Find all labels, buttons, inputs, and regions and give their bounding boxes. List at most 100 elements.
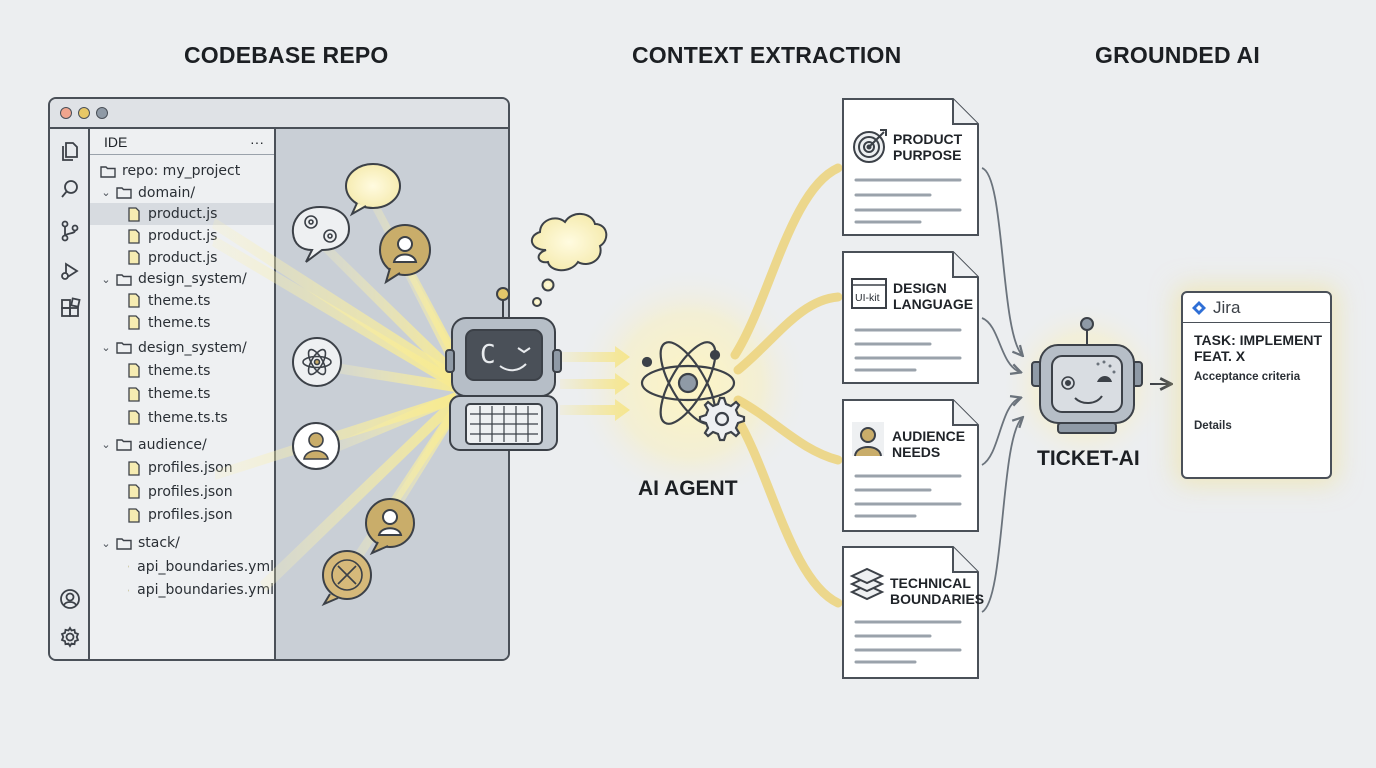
doc-product-purpose bbox=[842, 98, 979, 236]
tree-item-label: product.js bbox=[148, 228, 218, 244]
folder-icon bbox=[116, 537, 132, 550]
explorer-title: IDE bbox=[104, 133, 128, 150]
close-window-button[interactable] bbox=[60, 107, 72, 119]
ticket-ai-label: TICKET-AI bbox=[1037, 447, 1140, 470]
tree-item-label: theme.ts bbox=[148, 386, 211, 402]
doc-title-product-purpose: PRODUCT PURPOSE bbox=[893, 131, 962, 163]
file-icon bbox=[128, 250, 140, 265]
folder-icon bbox=[100, 165, 116, 178]
chevron-down-icon[interactable]: ⌄ bbox=[101, 186, 111, 199]
ide-window: IDE ··· repo: my_project ⌄ domain/product.… bbox=[48, 97, 510, 661]
tree-item-label: design_system/ bbox=[138, 271, 247, 287]
activity-bar bbox=[50, 129, 90, 659]
heading-codebase-repo: CODEBASE REPO bbox=[184, 42, 389, 68]
file-item[interactable]: product.js bbox=[90, 247, 274, 269]
jira-ticket-card[interactable]: Jira TASK: IMPLEMENT FEAT. X Acceptance … bbox=[1181, 291, 1332, 479]
search-icon[interactable] bbox=[58, 177, 82, 201]
account-icon[interactable] bbox=[58, 587, 82, 611]
jira-header: Jira bbox=[1183, 293, 1330, 323]
chevron-down-icon[interactable]: ⌄ bbox=[101, 438, 111, 451]
jira-task-line1: TASK: IMPLEMENT bbox=[1194, 332, 1323, 348]
file-item[interactable]: product.js bbox=[90, 225, 274, 247]
file-icon bbox=[128, 589, 130, 591]
tree-item-label: stack/ bbox=[138, 535, 180, 551]
doc-design-language bbox=[842, 251, 979, 384]
file-explorer: IDE ··· repo: my_project ⌄ domain/product.… bbox=[90, 129, 276, 659]
editor-area bbox=[276, 129, 508, 659]
extensions-icon[interactable] bbox=[58, 297, 82, 321]
chevron-down-icon[interactable]: ⌄ bbox=[101, 536, 111, 550]
tree-item-label: domain/ bbox=[138, 184, 196, 201]
file-icon bbox=[128, 315, 140, 330]
maximize-window-button[interactable] bbox=[96, 107, 108, 119]
run-debug-icon[interactable] bbox=[58, 259, 82, 283]
doc-title-line1: TECHNICAL bbox=[890, 575, 971, 591]
jira-task-title: TASK: IMPLEMENT FEAT. X bbox=[1194, 332, 1322, 364]
minimize-window-button[interactable] bbox=[78, 107, 90, 119]
folder-item[interactable]: ⌄ design_system/ bbox=[90, 337, 274, 359]
file-item[interactable]: theme.ts.ts bbox=[90, 407, 274, 429]
tree-item-label: audience/ bbox=[138, 436, 207, 453]
doc-title-line1: DESIGN bbox=[893, 280, 947, 296]
settings-icon[interactable] bbox=[58, 625, 82, 649]
fan-to-technical-boundaries bbox=[730, 410, 843, 608]
folder-icon bbox=[116, 187, 132, 199]
explorer-more-button[interactable]: ··· bbox=[250, 133, 264, 150]
file-item[interactable]: api_boundaries.yml bbox=[90, 579, 274, 601]
file-item[interactable]: theme.ts bbox=[90, 383, 274, 405]
file-item[interactable]: product.js bbox=[90, 203, 274, 225]
repo-root-item[interactable]: repo: my_project bbox=[90, 160, 274, 182]
folder-icon bbox=[116, 439, 132, 451]
ui-kit-text: UI-kit bbox=[855, 292, 880, 304]
file-item[interactable]: theme.ts bbox=[90, 290, 274, 312]
file-icon bbox=[128, 228, 140, 244]
file-icon bbox=[128, 293, 140, 308]
explorer-header: IDE ··· bbox=[90, 129, 274, 155]
tree-item-label: theme.ts bbox=[148, 292, 211, 309]
file-item[interactable]: theme.ts bbox=[90, 312, 274, 334]
chevron-down-icon[interactable]: ⌄ bbox=[101, 341, 111, 354]
file-item[interactable]: profiles.json bbox=[90, 481, 274, 503]
file-item[interactable]: profiles.json bbox=[90, 457, 274, 479]
target-icon bbox=[853, 129, 887, 163]
ticket-ai-glow bbox=[1000, 300, 1170, 470]
source-control-icon[interactable] bbox=[58, 219, 82, 243]
file-item[interactable]: theme.ts bbox=[90, 360, 274, 382]
folder-icon bbox=[116, 273, 132, 286]
heading-grounded-ai: GROUNDED AI bbox=[1095, 42, 1260, 68]
jira-acceptance-criteria: Acceptance criteria bbox=[1194, 371, 1301, 383]
doc-title-technical-boundaries: TECHNICAL BOUNDARIES bbox=[890, 575, 984, 607]
tree-item-label: api_boundaries.yml bbox=[137, 558, 274, 575]
folder-item[interactable]: ⌄ design_system/ bbox=[90, 268, 274, 290]
doc-title-audience-needs: AUDIENCE NEEDS bbox=[892, 428, 965, 460]
doc-technical-boundaries bbox=[842, 546, 979, 679]
tree-item-label: design_system/ bbox=[138, 339, 247, 356]
tree-item-label: profiles.json bbox=[148, 483, 233, 500]
tree-item-label: theme.ts bbox=[148, 314, 211, 331]
file-item[interactable]: api_boundaries.yml bbox=[90, 556, 274, 578]
doc-flow-lines bbox=[981, 167, 1022, 613]
chevron-down-icon[interactable]: ⌄ bbox=[101, 272, 111, 286]
doc-title-line1: PRODUCT bbox=[893, 131, 963, 147]
ai-agent-label: AI AGENT bbox=[638, 477, 738, 500]
folder-item[interactable]: ⌄ audience/ bbox=[90, 434, 274, 456]
jira-brand: Jira bbox=[1213, 297, 1241, 317]
extraction-fan bbox=[730, 163, 843, 608]
tree-item-label: profiles.json bbox=[148, 460, 233, 476]
doc-text-lines bbox=[854, 178, 962, 664]
doc-title-line2: PURPOSE bbox=[893, 147, 962, 163]
tree-item-label: theme.ts bbox=[148, 362, 211, 379]
heading-context-extraction: CONTEXT EXTRACTION bbox=[632, 42, 902, 68]
doc-title-line1: AUDIENCE bbox=[892, 428, 966, 444]
folder-item[interactable]: ⌄ stack/ bbox=[90, 532, 274, 554]
files-icon[interactable] bbox=[58, 139, 82, 163]
file-item[interactable]: profiles.json bbox=[90, 504, 274, 526]
file-icon bbox=[128, 507, 140, 523]
jira-details: Details bbox=[1194, 420, 1232, 432]
tree-item-label: profiles.json bbox=[148, 507, 233, 523]
folder-item[interactable]: ⌄ domain/ bbox=[90, 182, 274, 204]
jira-logo-icon bbox=[1192, 300, 1206, 315]
file-icon bbox=[128, 206, 140, 222]
layers-icon bbox=[849, 567, 885, 601]
